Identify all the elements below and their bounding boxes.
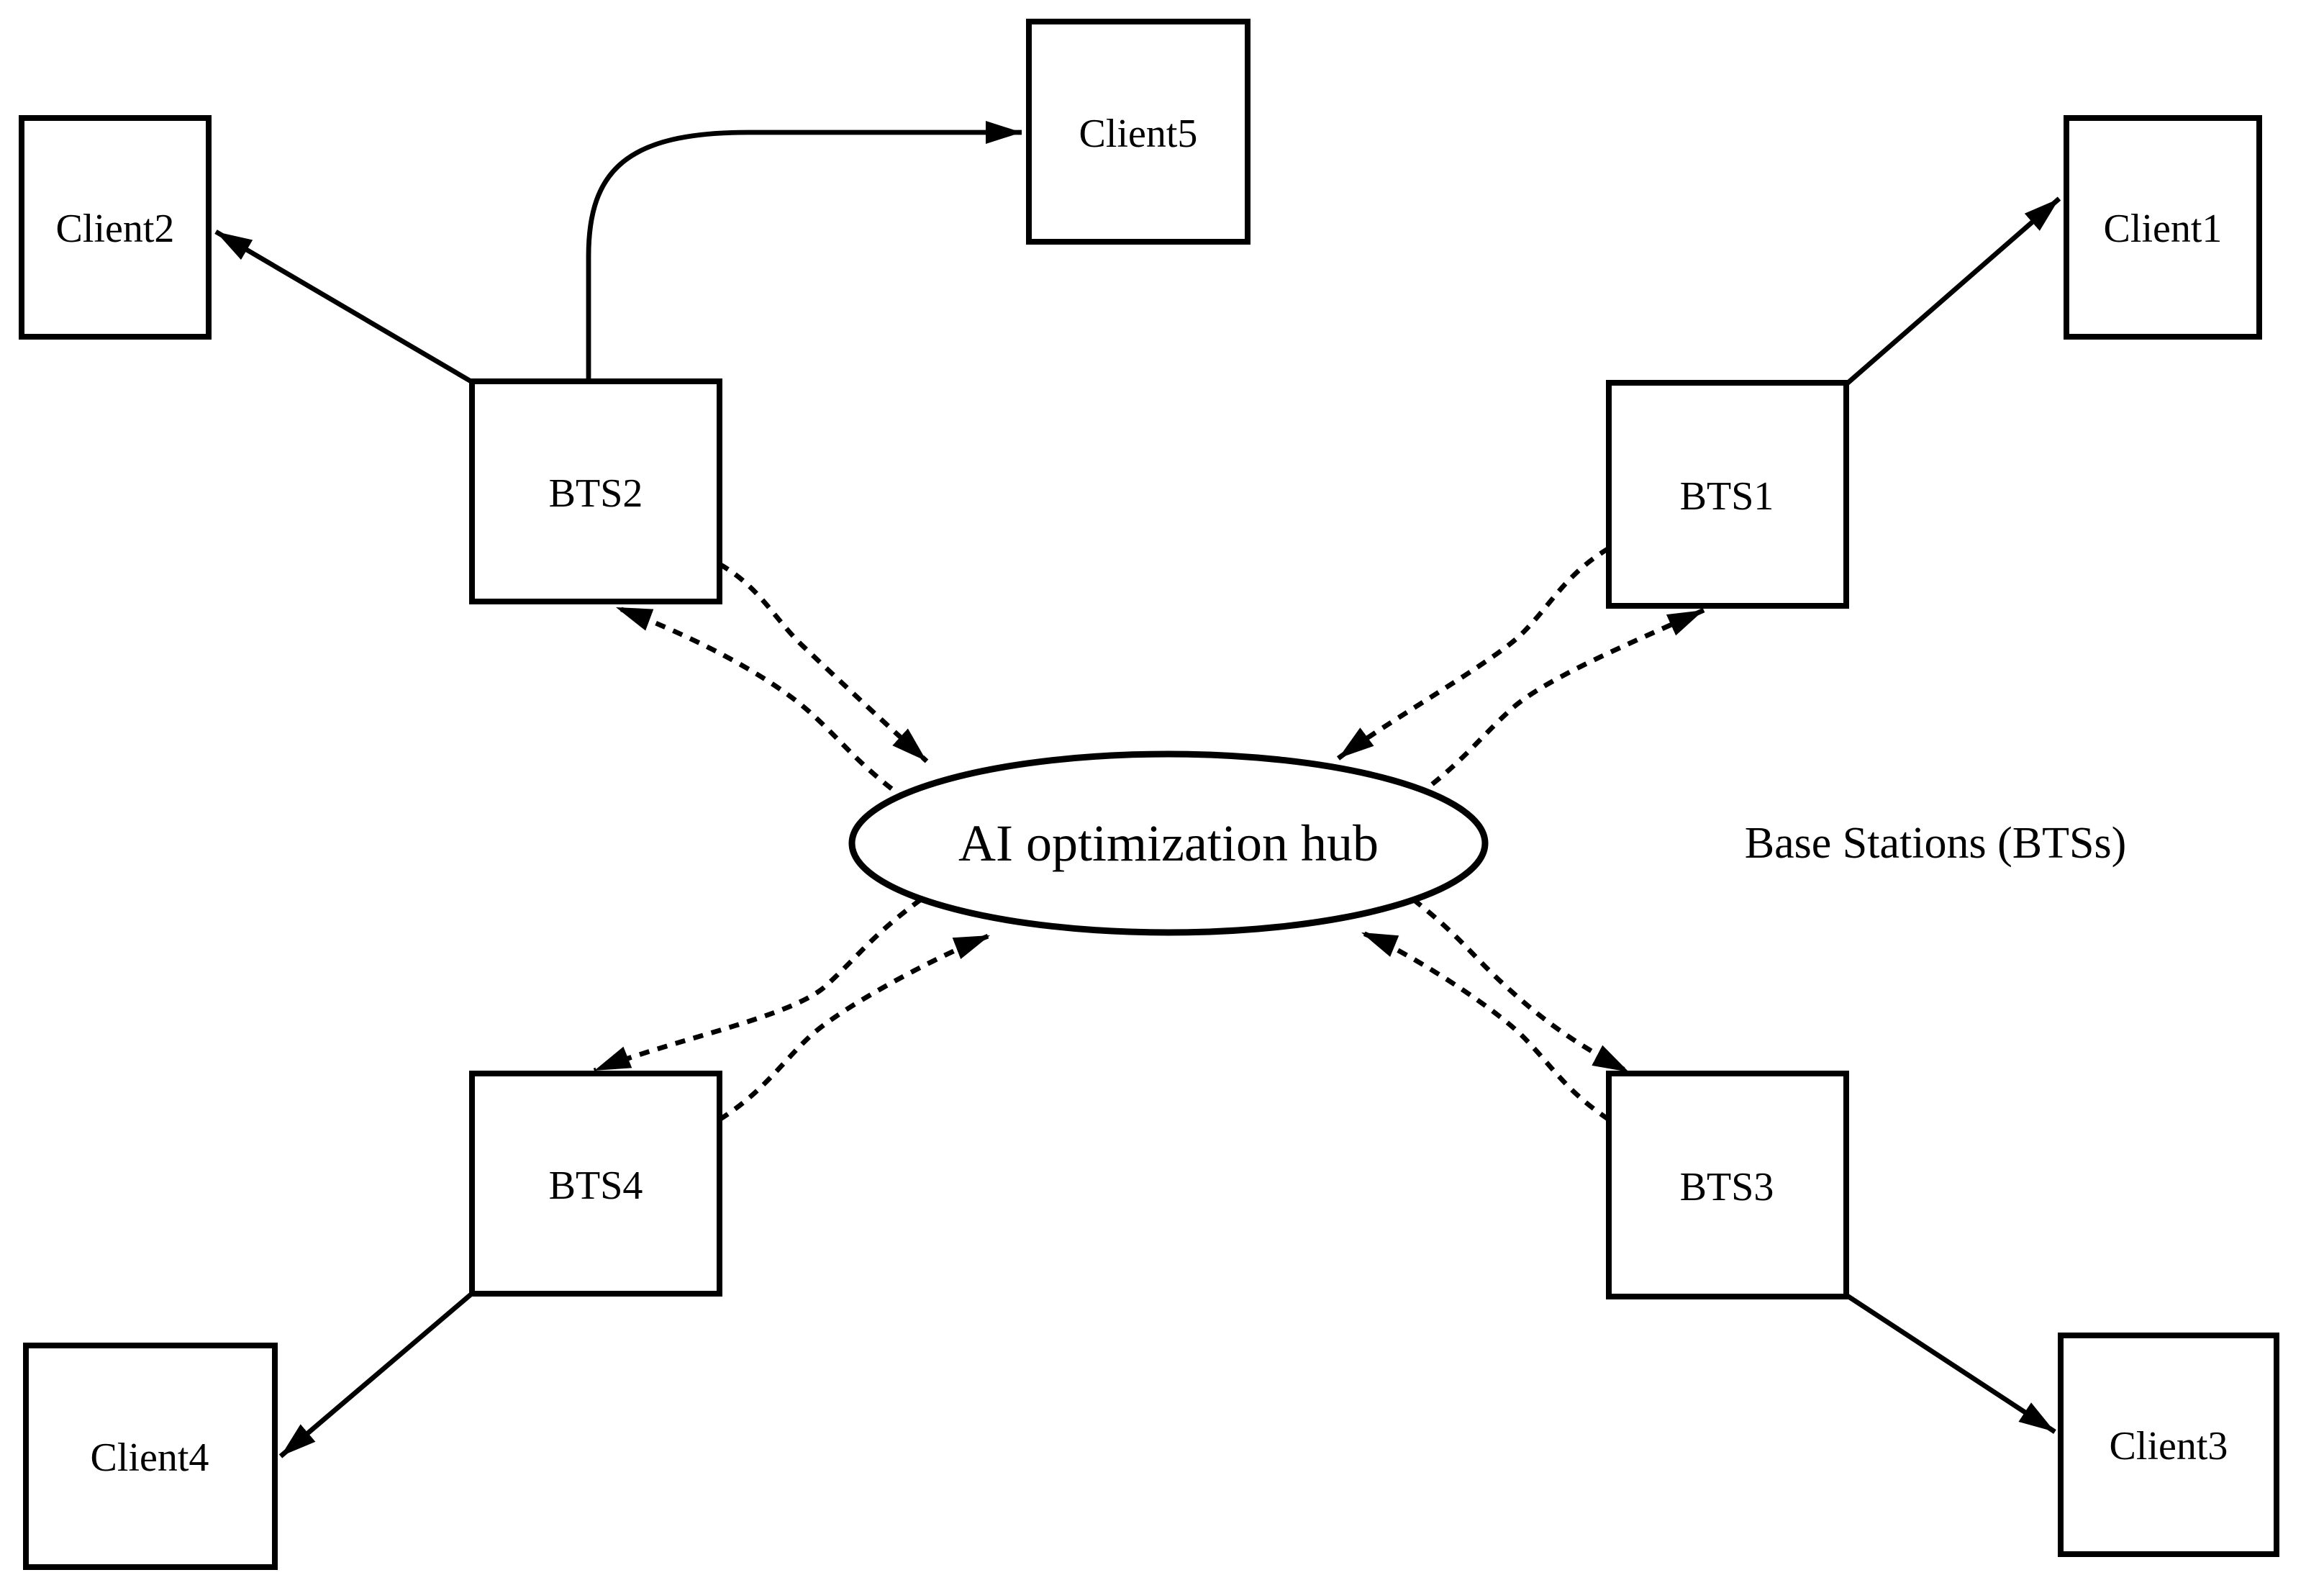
edge-bts3-to-client3: [1845, 1293, 2056, 1434]
node-client2: Client2: [19, 115, 212, 340]
edge-bts2-to-client2: [214, 230, 475, 385]
edge-hub-to-bts3: [1411, 897, 1630, 1075]
node-client4: Client4: [23, 1343, 278, 1570]
edge-bts1-to-hub: [1336, 546, 1610, 761]
edge-bts2-to-hub: [718, 562, 929, 763]
client1-label: Client1: [2104, 206, 2223, 251]
client3-box: [2058, 1333, 2279, 1557]
client-links: [214, 121, 2061, 1458]
node-client1: Client1: [2064, 115, 2262, 340]
node-bts2: BTS2: [469, 378, 722, 604]
bts1-label: BTS1: [1680, 474, 1774, 519]
client4-box: [23, 1343, 278, 1570]
edge-hub-to-bts2: [614, 604, 909, 802]
node-bts3: BTS3: [1606, 1071, 1849, 1299]
bts4-box: [469, 1071, 722, 1297]
edge-bts4-to-client4: [278, 1290, 476, 1458]
caption-base-stations: Base Stations (BTSs): [1745, 819, 2126, 868]
node-client3: Client3: [2058, 1333, 2279, 1557]
edge-bts4-to-hub: [718, 932, 991, 1122]
client1-box: [2064, 115, 2262, 340]
node-hub: AI optimization hub: [848, 750, 1489, 936]
bts1-box: [1606, 380, 1849, 609]
edge-bts2-to-client5: [586, 121, 1022, 381]
client2-label: Client2: [56, 206, 175, 251]
client2-box: [19, 115, 212, 340]
client5-box: [1026, 19, 1250, 245]
edge-hub-to-bts1: [1415, 607, 1705, 798]
bts3-label: BTS3: [1680, 1165, 1774, 1210]
client5-label: Client5: [1079, 112, 1198, 156]
client3-label: Client3: [2110, 1424, 2228, 1469]
edge-bts1-to-client1: [1844, 196, 2061, 386]
hub-links: [593, 546, 1705, 1122]
edge-hub-to-bts4: [593, 897, 923, 1074]
bts2-label: BTS2: [549, 471, 643, 516]
node-client5: Client5: [1026, 19, 1250, 245]
hub-label: AI optimization hub: [958, 814, 1379, 872]
edge-bts3-to-hub: [1360, 930, 1610, 1122]
bts4-label: BTS4: [549, 1163, 643, 1208]
bts3-box: [1606, 1071, 1849, 1299]
node-bts4: BTS4: [469, 1071, 722, 1297]
hub-ellipse: [848, 750, 1489, 936]
client4-label: Client4: [91, 1435, 209, 1480]
node-bts1: BTS1: [1606, 380, 1849, 609]
bts2-box: [469, 378, 722, 604]
